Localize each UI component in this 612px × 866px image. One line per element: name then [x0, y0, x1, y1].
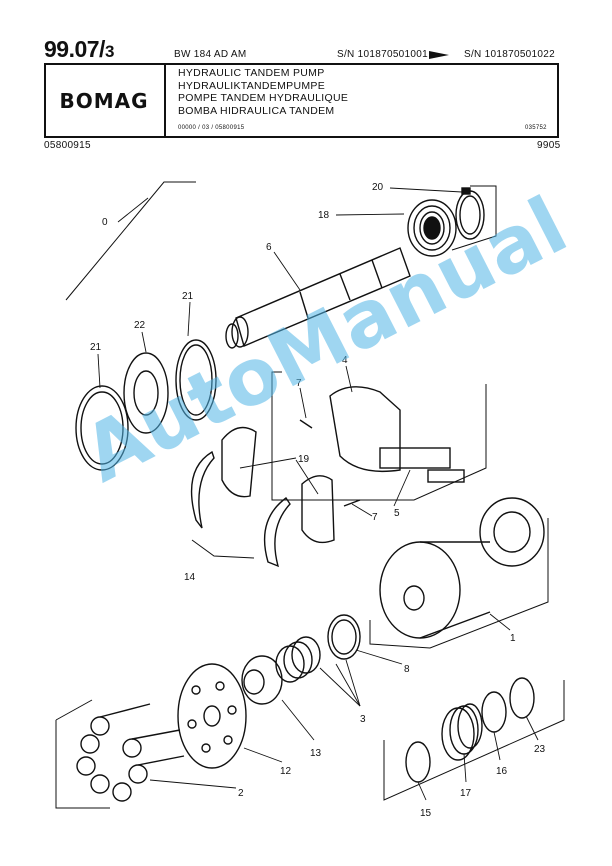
drawing-number: 035752: [525, 125, 547, 131]
callout-13: 13: [310, 748, 322, 759]
part-7-pins: [299, 419, 361, 507]
part-8-ring: [327, 614, 361, 660]
callout-17: 17: [460, 788, 472, 799]
callout-18: 18: [318, 210, 330, 221]
callout-1: 1: [510, 633, 516, 644]
callout-22: 22: [134, 320, 146, 331]
doc-reference: 00000 / 03 / 05800915: [178, 125, 245, 131]
callout-7-upper: 7: [296, 378, 302, 389]
model-label: BW 184 AD AM: [174, 49, 247, 60]
serial-from: S/N 101870501001: [337, 49, 428, 60]
callout-14: 14: [184, 572, 196, 583]
part-3-spring-set: [275, 636, 321, 683]
leader-lines: [97, 187, 539, 801]
part-2-pistons: [55, 699, 185, 809]
bomag-logo: BOMAG: [59, 88, 149, 113]
page-number: 99.07/3: [44, 36, 114, 62]
callout-16: 16: [496, 766, 508, 777]
part-13-ball-guide: [241, 655, 283, 705]
callout-21-lower: 21: [90, 342, 102, 353]
assembly-outline: [65, 181, 497, 301]
part-21-snap-ring-lower: [75, 385, 129, 471]
title-en: HYDRAULIC TANDEM PUMP: [178, 67, 325, 79]
part-6-drive-shaft: [225, 247, 411, 349]
part-12-retaining-plate: [177, 663, 247, 769]
callout-19: 19: [298, 454, 310, 465]
callout-2: 2: [238, 788, 244, 799]
title-fr: POMPE TANDEM HYDRAULIQUE: [178, 92, 349, 104]
part-19-half-bearing: [221, 426, 335, 544]
callout-21-upper: 21: [182, 291, 194, 302]
callout-7-lower: 7: [372, 512, 378, 523]
part-18-bearing: [407, 199, 457, 257]
part-4-swash-plate-group: [271, 371, 487, 501]
part-1-cylinder-block: [369, 497, 549, 649]
callout-0: 0: [102, 217, 108, 228]
part-21-snap-ring-upper: [175, 339, 217, 421]
title-list: HYDRAULIC TANDEM PUMP HYDRAULIKTANDEMPUM…: [178, 67, 348, 117]
serial-to: S/N 101870501022: [464, 49, 555, 60]
title-es: BOMBA HIDRAULICA TANDEM: [178, 104, 335, 117]
callout-labels: 0 20 18 6 21 22 21 4 7 19 7 5 14 1 8 3 1…: [90, 182, 546, 819]
callout-20: 20: [372, 182, 384, 193]
callout-4: 4: [342, 355, 348, 366]
part-20-circlip: [455, 187, 485, 240]
date-code: 9905: [537, 140, 561, 151]
callout-23: 23: [534, 744, 546, 755]
order-number: 05800915: [44, 140, 91, 151]
logo-cell: BOMAG: [44, 63, 166, 138]
callout-8: 8: [404, 664, 410, 675]
callout-5: 5: [394, 508, 400, 519]
callout-12: 12: [280, 766, 292, 777]
title-de: HYDRAULIKTANDEMPUMPE: [178, 79, 325, 92]
callout-6: 6: [266, 242, 272, 253]
callout-15: 15: [420, 808, 432, 819]
part-22-seal: [123, 352, 169, 434]
title-block: [44, 63, 559, 138]
part-14-shims: [190, 450, 291, 568]
callout-3: 3: [360, 714, 366, 725]
arrow-right-icon: [429, 51, 449, 59]
